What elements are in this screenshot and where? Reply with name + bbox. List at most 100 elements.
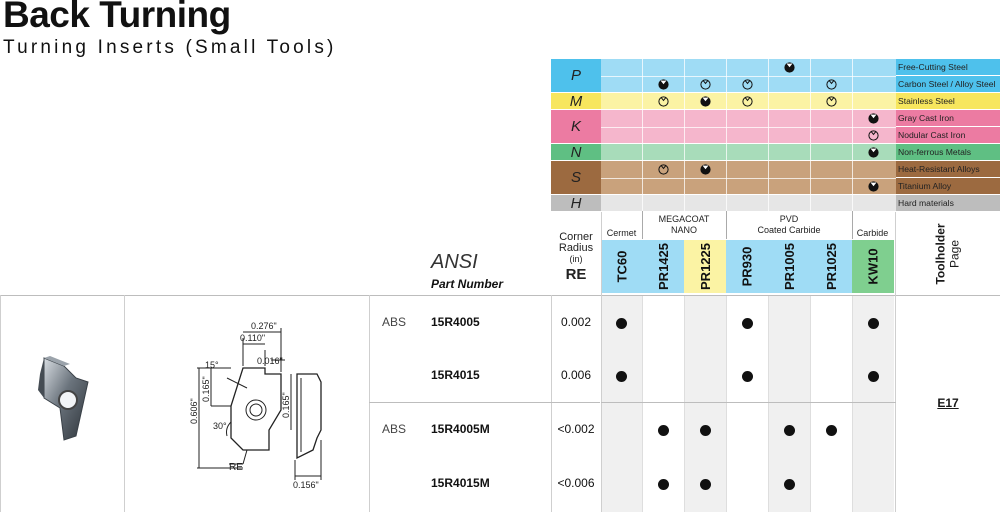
band-grid-line [642, 161, 643, 194]
band-grid-line [726, 161, 727, 194]
grade-name: KW10 [865, 248, 881, 285]
material-code: K [551, 110, 601, 143]
toolholder-page-link[interactable]: E17 [937, 396, 959, 410]
rating-open-icon [825, 96, 837, 107]
insert-photo [38, 356, 89, 441]
band-grid-line [768, 161, 769, 194]
band-row-line [601, 178, 896, 179]
material-band-m: M [551, 93, 896, 110]
rating-open-icon [741, 96, 753, 107]
material-code: H [551, 195, 601, 212]
material-label: Titanium Alloy [896, 178, 1000, 195]
availability-dot [699, 478, 711, 490]
corner-radius-value: <0.002 [557, 422, 595, 436]
band-grid-line [852, 161, 853, 194]
band-grid-line [726, 59, 727, 92]
rating-open-icon [825, 79, 837, 90]
part-number[interactable]: 15R4015 [431, 368, 480, 382]
material-label: Carbon Steel / Alloy Steel [896, 76, 1000, 93]
grade-name: TC60 [613, 250, 629, 283]
re-drawing-label: RE [229, 462, 243, 473]
corner-radius-value: 0.002 [560, 315, 592, 329]
band-grid-line [642, 144, 643, 160]
rating-filled-icon [783, 62, 795, 73]
corner-label: Corner [559, 231, 593, 243]
band-grid-line [642, 59, 643, 92]
rating-filled-icon [699, 164, 711, 175]
dim-30: 30° [213, 421, 227, 431]
dim-top-inner: 0.110" [240, 333, 265, 343]
availability-dot [741, 370, 753, 382]
dim-165-left: 0.165" [201, 376, 211, 402]
rule-re [551, 295, 552, 512]
rating-filled-icon [699, 96, 711, 107]
rating-filled-icon [867, 147, 879, 158]
material-band-p: P [551, 59, 896, 93]
technical-drawing: 0.276" 0.110" 0.016" 15° 0.165" 0.606" 3… [189, 321, 322, 490]
availability-dot [783, 478, 795, 490]
availability-dot [867, 317, 879, 329]
material-band-n: N [551, 144, 896, 161]
band-grid-line [852, 110, 853, 143]
megacoat-line2: NANO [670, 225, 697, 235]
dim-606: 0.606" [189, 398, 199, 424]
part-number[interactable]: 15R4005 [431, 315, 480, 329]
rating-open-icon [741, 79, 753, 90]
band-grid-line [810, 144, 811, 160]
part-number[interactable]: 15R4015M [431, 476, 490, 490]
grade-header-pr1005: PR1005 [768, 240, 810, 293]
group-cermet: Cermet [606, 228, 637, 238]
part-number[interactable]: 15R4005M [431, 422, 490, 436]
dim-15: 15° [205, 360, 219, 370]
band-grid-line [684, 144, 685, 160]
rating-filled-icon [867, 113, 879, 124]
grade-header-pr1025: PR1025 [810, 240, 852, 293]
material-label: Non-ferrous Metals [896, 144, 1000, 161]
band-grid-line [726, 195, 727, 211]
page-subtitle: Turning Inserts (Small Tools) [3, 37, 337, 58]
grade-name: PR1005 [781, 243, 797, 290]
band-grid-line [684, 110, 685, 143]
availability-dot [657, 424, 669, 436]
material-code: M [551, 93, 601, 110]
group-megacoat: MEGACOAT NANO [642, 214, 726, 236]
band-grid-line [810, 93, 811, 109]
grade-name: PR1225 [697, 243, 713, 290]
table-mid-rule [369, 402, 600, 403]
rule-toolholder [895, 212, 896, 512]
availability-dot [616, 370, 627, 382]
material-band-h: H [551, 195, 896, 212]
toolholder-header: Toolholder Page [896, 212, 1000, 295]
availability-dot [657, 478, 669, 490]
availability-dot [867, 370, 879, 382]
grade-name: PR930 [739, 246, 755, 287]
grade-header-tc60: TC60 [601, 240, 642, 293]
row-prefix: ABS [382, 315, 407, 329]
band-grid-line [768, 93, 769, 109]
toolholder-label: Toolholder [933, 222, 948, 285]
band-grid-line [726, 93, 727, 109]
part-number-label: Part Number [431, 277, 504, 291]
band-grid-line [810, 161, 811, 194]
band-grid-line [810, 110, 811, 143]
band-row-line [601, 76, 896, 77]
grade-column [601, 295, 642, 512]
availability-dot [699, 424, 711, 436]
grade-column [642, 295, 684, 512]
band-grid-line [852, 59, 853, 92]
group-line-megacoat [642, 211, 643, 239]
pvd-line2: Coated Carbide [757, 225, 821, 235]
group-carbide: Carbide [856, 228, 889, 238]
grade-column [810, 295, 852, 512]
corner-radius-header: Corner Radius (in) RE [551, 231, 601, 283]
grade-header-pr1425: PR1425 [642, 240, 684, 293]
band-grid-line [768, 110, 769, 143]
ansi-label: ANSI [431, 251, 478, 273]
megacoat-line1: MEGACOAT [658, 214, 710, 224]
pvd-line1: PVD [779, 214, 799, 224]
grade-column [726, 295, 768, 512]
dim-016: 0.016" [257, 356, 283, 366]
rule-left [0, 295, 1, 512]
rule-grades [601, 212, 602, 512]
row-prefix: ABS [382, 422, 407, 436]
